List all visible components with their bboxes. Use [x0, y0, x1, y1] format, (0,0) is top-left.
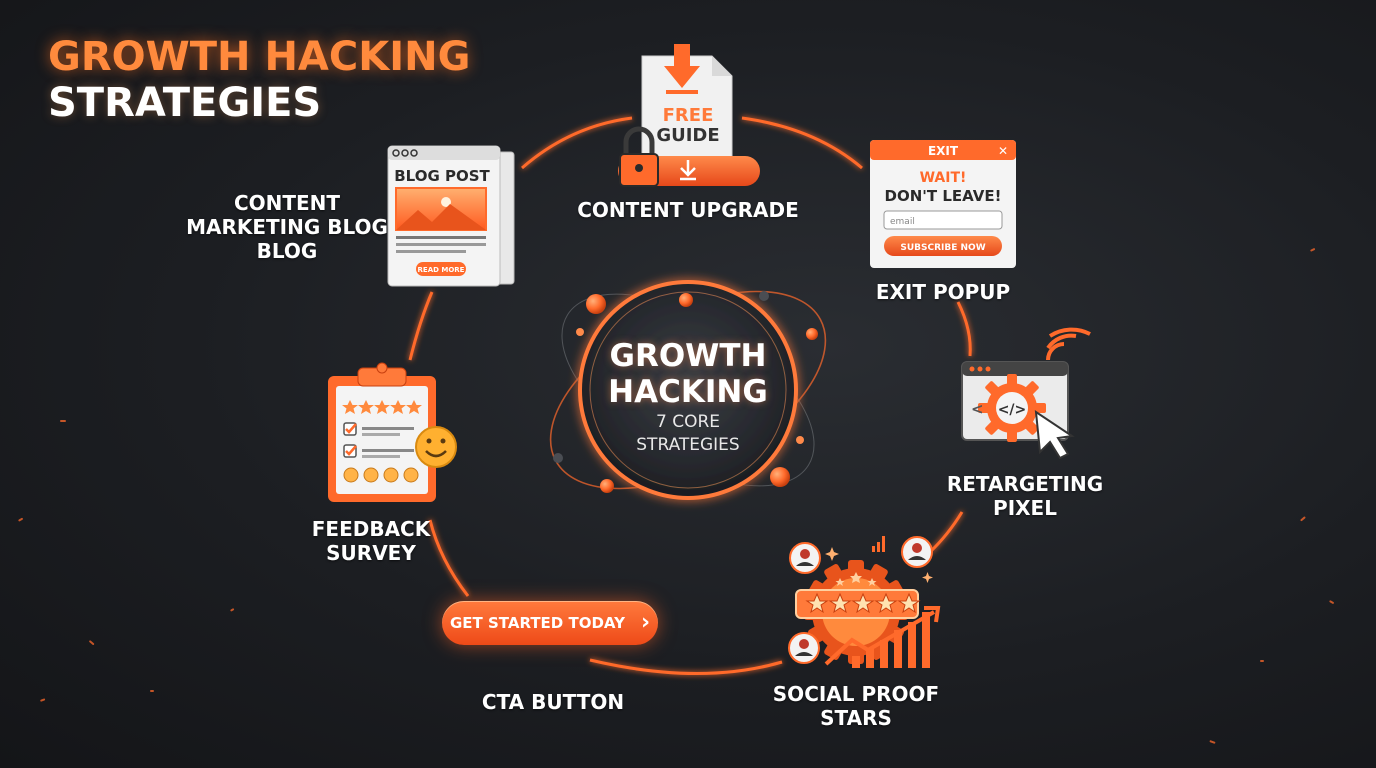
blog-post-header-text: BLOG POST: [394, 167, 490, 185]
growth-hacking-hub: [549, 280, 827, 500]
gear-icon: [978, 374, 1046, 442]
cta-button-label: CTA BUTTON: [481, 690, 625, 714]
retargeting-label-line-2: PIXEL: [993, 496, 1057, 520]
social-proof-label: SOCIAL PROOF STARS: [772, 682, 940, 730]
content-upgrade-icon: FREE GUIDE: [618, 44, 760, 187]
hub-title-line-1: GROWTH: [609, 338, 767, 374]
checkmark-icon: [345, 445, 357, 456]
feedback-label-line-1: FEEDBACK: [311, 517, 431, 541]
cycle-ring: [408, 116, 972, 676]
close-icon: ✕: [998, 144, 1008, 158]
hub-subtitle-line-2: STRATEGIES: [636, 435, 740, 455]
retargeting-label-line-1: RETARGETING: [946, 472, 1104, 496]
small-stars: [835, 572, 877, 586]
read-more-text: READ MORE: [418, 266, 465, 274]
page-title: GROWTH HACKING STRATEGIES: [48, 34, 470, 126]
orbit-dot: [586, 294, 606, 314]
growth-bars: [852, 612, 930, 668]
retargeting-pixel-label: RETARGETING PIXEL: [940, 472, 1110, 520]
feedback-survey-label: FEEDBACK SURVEY: [300, 517, 442, 565]
orbit-dot: [806, 328, 818, 340]
feedback-survey-icon: [328, 362, 457, 502]
get-started-button[interactable]: GET STARTED TODAY ›: [442, 601, 658, 645]
code-tag-text: </>: [998, 402, 1027, 418]
content-marketing-blog-label: CONTENT MARKETING BLOG BLOG: [186, 191, 388, 263]
get-started-button-text: GET STARTED TODAY: [449, 614, 625, 632]
smiley-icon: [415, 426, 457, 468]
chevron-right-icon: ›: [640, 610, 651, 635]
retargeting-pixel-icon: </> <: [961, 327, 1091, 460]
social-proof-label-line-2: STARS: [820, 706, 892, 730]
subscribe-text: SUBSCRIBE NOW: [900, 243, 985, 253]
social-proof-icon: [788, 536, 941, 668]
orbit-dot: [679, 293, 693, 307]
feedback-label-line-2: SURVEY: [326, 541, 416, 565]
orbit-dot: [796, 436, 804, 444]
cursor-icon: [1034, 409, 1075, 460]
hub-text: GROWTH HACKING 7 CORE STRATEGIES: [598, 338, 778, 456]
user-avatar: [788, 632, 820, 664]
free-guide-text-2: GUIDE: [656, 125, 719, 146]
exit-popup-label: EXIT POPUP: [875, 280, 1011, 304]
hub-title-line-2: HACKING: [608, 374, 768, 410]
blog-label-line-3: BLOG: [256, 239, 318, 263]
orbit-dot: [576, 328, 584, 336]
content-upgrade-label: CONTENT UPGRADE: [577, 198, 799, 222]
mini-bars: [872, 536, 885, 552]
user-avatar: [789, 542, 821, 574]
blog-label-line-2: MARKETING BLOG: [186, 215, 388, 239]
user-avatar: [901, 536, 933, 568]
trend-arrow-icon: [824, 610, 935, 666]
title-line-2: STRATEGIES: [48, 80, 322, 126]
orbit-dot: [759, 291, 769, 301]
email-placeholder: email: [890, 217, 915, 227]
orbit-dot: [770, 467, 790, 487]
code-left-text: <: [971, 400, 984, 418]
rating-stars: [805, 592, 921, 614]
popup-headline-2: DON'T LEAVE!: [885, 187, 1002, 205]
rating-faces: [343, 467, 419, 483]
checkmark-icon: [345, 423, 357, 434]
download-icon: [680, 160, 696, 181]
blog-post-icon: BLOG POST READ MORE: [387, 145, 515, 287]
free-guide-text-1: FREE: [663, 105, 714, 126]
background-sparks: [18, 248, 1334, 744]
popup-header-text: EXIT: [928, 144, 959, 158]
social-proof-label-line-1: SOCIAL PROOF: [772, 682, 940, 706]
blog-label-line-1: CONTENT: [233, 191, 341, 215]
survey-stars: [342, 400, 422, 414]
exit-popup-icon: EXIT ✕ WAIT! DON'T LEAVE! email SUBSCRIB…: [870, 140, 1016, 268]
hub-subtitle-line-1: 7 CORE: [655, 412, 721, 432]
orbit-dot: [553, 453, 563, 463]
popup-headline-1: WAIT!: [920, 170, 967, 186]
orbit-dot: [600, 479, 614, 493]
title-line-1: GROWTH HACKING: [48, 34, 471, 80]
